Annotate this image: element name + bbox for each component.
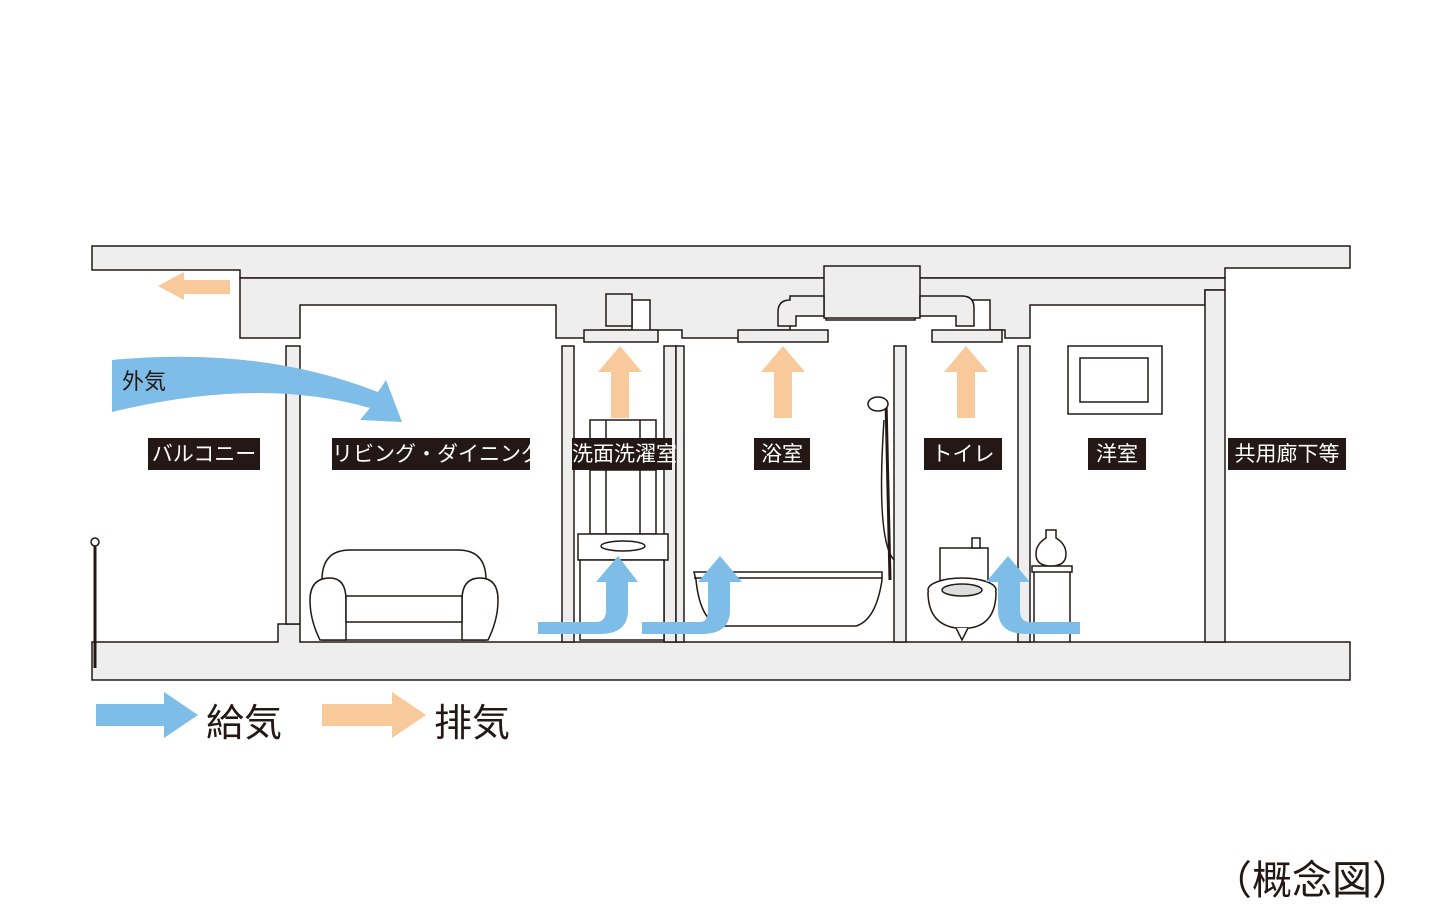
room-label-western-room: 洋室 bbox=[1088, 438, 1146, 470]
duct-washroom bbox=[605, 293, 633, 327]
ducts bbox=[583, 265, 1003, 343]
exhaust-air-arrows bbox=[158, 272, 988, 418]
supply-arrow-bath bbox=[642, 556, 742, 634]
building-structure bbox=[91, 245, 1351, 681]
legend-supply-arrow bbox=[96, 692, 198, 738]
shower bbox=[867, 396, 895, 581]
wall-bath-left bbox=[675, 345, 685, 643]
sofa bbox=[309, 549, 499, 641]
exhaust-grille-toilet bbox=[931, 329, 1003, 343]
legend-exhaust-arrow bbox=[322, 692, 426, 738]
wall-washroom-right bbox=[663, 345, 677, 643]
bathtub bbox=[693, 571, 883, 627]
diagram-caption: （概念図） bbox=[1212, 858, 1412, 904]
wall-toilet-right bbox=[1017, 345, 1031, 643]
duct-bath bbox=[777, 295, 825, 327]
wall-living-left bbox=[285, 345, 301, 625]
supply-arrow-toilet bbox=[986, 556, 1080, 634]
duct-toilet bbox=[919, 295, 975, 327]
floor-slab bbox=[91, 623, 1351, 681]
legend-exhaust-label: 排気 bbox=[434, 701, 511, 745]
window bbox=[1067, 345, 1163, 415]
exhaust-outlet-arrow bbox=[158, 272, 230, 300]
fixtures bbox=[90, 345, 1163, 668]
outside-air-label: 外気 bbox=[122, 370, 167, 395]
balcony-railing-top bbox=[90, 537, 100, 547]
legend-arrows bbox=[96, 692, 426, 738]
ceiling-duct-space bbox=[239, 277, 1226, 339]
toilet-fixture bbox=[927, 537, 997, 642]
exhaust-arrow-bath bbox=[761, 346, 805, 418]
room-label-toilet: トイレ bbox=[924, 438, 1002, 470]
wall-bath-right bbox=[893, 345, 907, 643]
room-label-balcony: バルコニー bbox=[148, 438, 260, 470]
room-label-living: リビング・ダイニング bbox=[332, 438, 542, 470]
supply-air-arrows bbox=[112, 356, 1080, 634]
room-label-bathroom: 浴室 bbox=[754, 438, 810, 470]
outside-air-arrow bbox=[112, 356, 402, 422]
exhaust-grille-bath bbox=[737, 329, 829, 343]
legend-supply-label: 給気 bbox=[206, 701, 283, 745]
exhaust-grille-washroom bbox=[583, 329, 659, 343]
supply-arrow-washroom bbox=[538, 556, 638, 634]
room-label-washroom: 洗面洗濯室 bbox=[572, 438, 677, 470]
exhaust-arrow-toilet bbox=[944, 346, 988, 418]
wall-washroom-left bbox=[561, 345, 575, 643]
corridor-wall bbox=[1204, 289, 1226, 643]
room-label-corridor: 共用廊下等 bbox=[1228, 438, 1346, 470]
ceiling-slab bbox=[91, 245, 1351, 279]
vase bbox=[1035, 529, 1067, 567]
ventilation-unit bbox=[823, 265, 921, 319]
exhaust-arrow-washroom bbox=[598, 346, 642, 418]
